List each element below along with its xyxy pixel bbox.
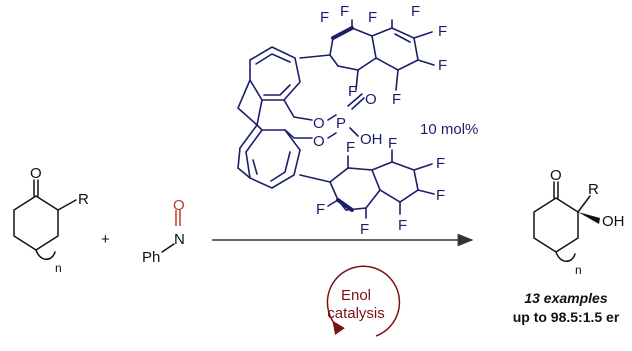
nitroso-oxygen: O bbox=[173, 197, 185, 214]
oxygen-label: O bbox=[313, 133, 325, 150]
fluorine-label: F bbox=[348, 83, 357, 100]
fluorine-label: F bbox=[316, 201, 325, 218]
cycle-label-line1: Enol bbox=[341, 287, 371, 304]
product-ring-index: n bbox=[575, 263, 582, 277]
examples-count: 13 examples bbox=[524, 290, 607, 306]
fluorine-label: F bbox=[340, 3, 349, 20]
substrate-substituent: R bbox=[78, 191, 89, 208]
fluorine-label: F bbox=[368, 9, 377, 26]
product-hydroxyl: OH bbox=[602, 213, 625, 230]
catalyst-loading: 10 mol% bbox=[420, 121, 478, 138]
product-structure bbox=[533, 181, 600, 262]
oxygen-label: O bbox=[365, 91, 377, 108]
product-substituent: R bbox=[588, 181, 599, 198]
nitroso-structure bbox=[161, 210, 181, 253]
substrate-structure bbox=[13, 179, 77, 260]
enantiomeric-ratio: up to 98.5:1.5 er bbox=[513, 309, 620, 325]
fluorine-label: F bbox=[392, 91, 401, 108]
catalytic-cycle-arrow bbox=[326, 265, 401, 337]
plus-sign: + bbox=[101, 231, 110, 248]
fluorine-label: F bbox=[436, 187, 445, 204]
oxygen-label: O bbox=[313, 115, 325, 132]
fluorine-label: F bbox=[346, 139, 355, 156]
nitroso-phenyl: Ph bbox=[142, 249, 160, 266]
substrate-ring-index: n bbox=[55, 261, 62, 275]
hydroxyl-label: OH bbox=[360, 131, 383, 148]
fluorine-label: F bbox=[411, 3, 420, 20]
fluorine-label: F bbox=[320, 9, 329, 26]
fluorine-label: F bbox=[398, 217, 407, 234]
fluorine-label: F bbox=[388, 135, 397, 152]
nitroso-nitrogen: N bbox=[174, 231, 185, 248]
cycle-label-line2: catalysis bbox=[327, 305, 385, 322]
fluorine-label: F bbox=[438, 57, 447, 74]
phosphorus-label: P bbox=[336, 115, 346, 132]
fluorine-label: F bbox=[360, 221, 369, 238]
catalyst-atom-labels: F F F F F F F F O O P O OH F F F F F F F bbox=[313, 3, 447, 238]
fluorine-label: F bbox=[436, 155, 445, 172]
catalyst-structure bbox=[237, 19, 435, 219]
fluorine-label: F bbox=[438, 23, 447, 40]
product-oxygen: O bbox=[550, 167, 562, 184]
substrate-oxygen: O bbox=[30, 165, 42, 182]
